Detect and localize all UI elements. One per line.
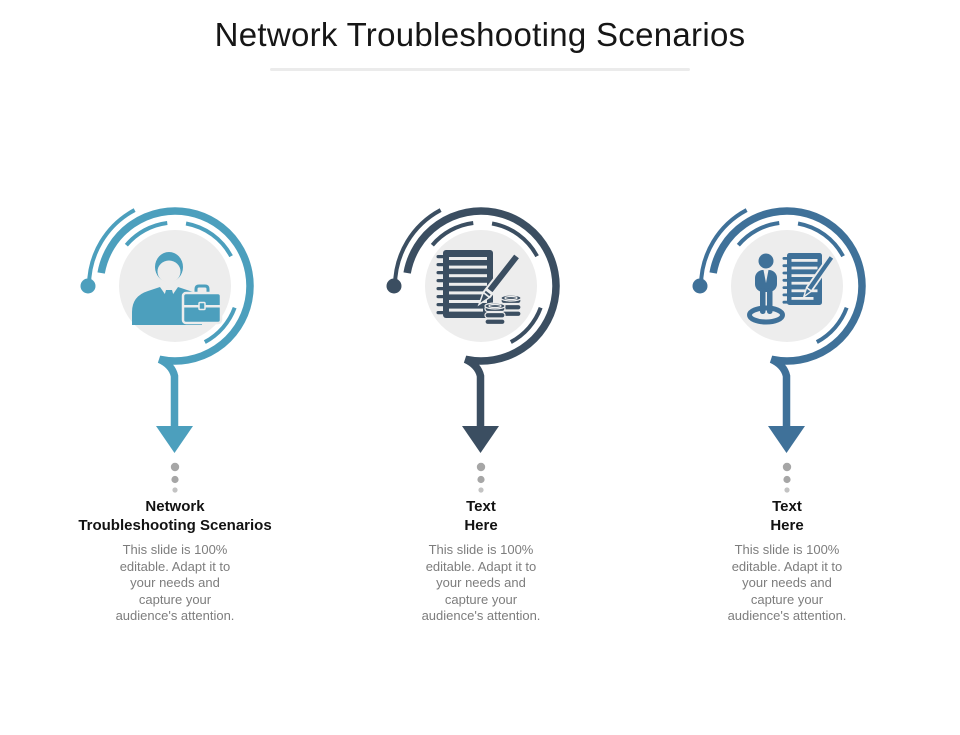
item-heading: Network Troubleshooting Scenarios <box>78 498 272 534</box>
item-description: This slide is 100% editable. Adapt it to… <box>727 542 847 623</box>
item-heading: Text Here <box>464 498 498 534</box>
ring-start-dot <box>80 278 96 294</box>
ring-outer-thin-arc <box>699 208 748 287</box>
businessman-briefcase-icon <box>132 252 223 325</box>
ring-start-dot <box>386 278 402 294</box>
title-divider <box>270 68 690 71</box>
coin-stacks <box>484 294 522 326</box>
item-heading: Text Here <box>770 498 804 534</box>
item-description: This slide is 100% editable. Adapt it to… <box>115 542 235 623</box>
ring-main-arc-with-arrow-stem <box>403 207 560 429</box>
item-description: This slide is 100% editable. Adapt it to… <box>421 542 541 623</box>
ring-outer-thin-arc <box>393 208 442 287</box>
ring-outer-thin-arc <box>87 208 136 287</box>
ring-start-dot <box>692 278 708 294</box>
scenario-item: Network Troubleshooting Scenarios This s… <box>22 190 328 625</box>
page-title: Network Troubleshooting Scenarios <box>214 16 746 53</box>
scenario-item: Text Here This slide is 100% editable. A… <box>328 190 634 625</box>
ring-dashed-arcs <box>124 220 237 344</box>
spiral-ring-graphic <box>80 207 254 493</box>
person-clipboard-icon <box>747 253 835 325</box>
ring-dashed-arcs <box>736 220 849 344</box>
ellipsis-dots <box>170 462 180 493</box>
scenario-row: Network Troubleshooting Scenarios This s… <box>22 190 960 625</box>
notepad-pen-coins-icon <box>436 250 522 326</box>
ring-dashed-arcs <box>430 220 543 344</box>
spiral-ring-graphic <box>386 207 560 493</box>
ellipsis-dots <box>782 462 792 493</box>
spiral-ring-graphic <box>692 207 866 493</box>
down-arrowhead <box>768 426 805 453</box>
ring-main-arc-with-arrow-stem <box>709 207 866 429</box>
ring-main-arc-with-arrow-stem <box>97 207 254 429</box>
down-arrowhead <box>462 426 499 453</box>
scenario-item: Text Here This slide is 100% editable. A… <box>634 190 940 625</box>
ellipsis-dots <box>476 462 486 493</box>
down-arrowhead <box>156 426 193 453</box>
